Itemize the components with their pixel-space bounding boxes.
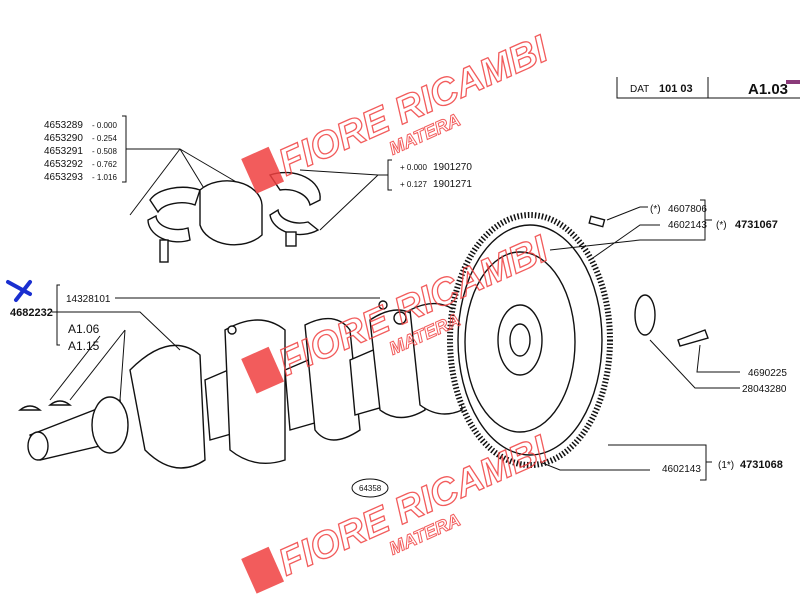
bearing-size: - 0.254	[92, 134, 117, 143]
watermark-logo	[241, 146, 285, 194]
bearing-shells	[147, 171, 321, 263]
bearing-part: 4653291	[44, 146, 83, 157]
bearing-size: - 1.016	[92, 173, 117, 182]
crankshaft	[18, 300, 492, 469]
washer-part: 1901270	[433, 162, 472, 173]
ref-a1-15[interactable]: A1.15	[68, 339, 100, 353]
thrust-washer-list: + 0.000 1901270 + 0.127 1901271	[299, 159, 472, 231]
page-code: A1.03	[748, 81, 788, 98]
crankshaft-assembly-number: 4682232	[10, 307, 53, 319]
header-box: DAT 101 03 A1.03	[616, 77, 800, 99]
assembly-mark: (*)	[716, 220, 727, 231]
pen-x-mark	[6, 280, 32, 302]
flywheel-assembly-number: 4731067	[735, 219, 778, 231]
bolt-number: 4690225	[748, 368, 787, 379]
ring-gear-number: 4602143	[662, 464, 701, 475]
flywheel-labels: (*) 4607806 4602143 (*) 4731067 4690225 …	[539, 199, 787, 481]
watermark-logo	[241, 346, 285, 394]
bearing-part: 4653289	[44, 120, 83, 131]
bearing-part: 4653290	[44, 133, 83, 144]
watermark: FIORE RICAMBI MATERA	[241, 427, 556, 594]
plug-number: 14328101	[66, 294, 111, 305]
ref-a1-06[interactable]: A1.06	[68, 322, 100, 336]
bearing-size: - 0.762	[92, 160, 117, 169]
washer-size: + 0.000	[400, 163, 427, 172]
drawing-number: 64358	[351, 478, 389, 498]
dowel-number: 4607806	[668, 204, 707, 215]
drawing-number-text: 64358	[359, 484, 382, 493]
purple-mark	[786, 80, 800, 84]
pilot-bearing-number: 28043280	[742, 384, 787, 395]
bearing-part: 4653293	[44, 172, 83, 183]
ring-gear-number: 4602143	[668, 220, 707, 231]
dat-code: 101 03	[659, 83, 693, 95]
flywheel-assembly-number: 4731068	[740, 459, 783, 471]
washer-size: + 0.127	[400, 180, 427, 189]
crankshaft-labels: 4682232 14328101 A1.06 A1.15	[6, 280, 380, 401]
dat-label: DAT	[630, 84, 649, 95]
washer-part: 1901271	[433, 179, 472, 190]
bearing-size: - 0.508	[92, 147, 117, 156]
watermark-brand: FIORE RICAMBI	[273, 28, 556, 185]
bearing-size: - 0.000	[92, 121, 117, 130]
dowel-mark: (*)	[650, 204, 661, 215]
flywheel	[447, 212, 709, 468]
watermark-logo	[241, 546, 285, 594]
bearing-size-list: 4653289 - 0.000 4653290 - 0.254 4653291 …	[44, 115, 251, 216]
assembly-mark: (1*)	[718, 460, 734, 471]
watermark-brand: FIORE RICAMBI	[273, 428, 556, 585]
bearing-part: 4653292	[44, 159, 83, 170]
